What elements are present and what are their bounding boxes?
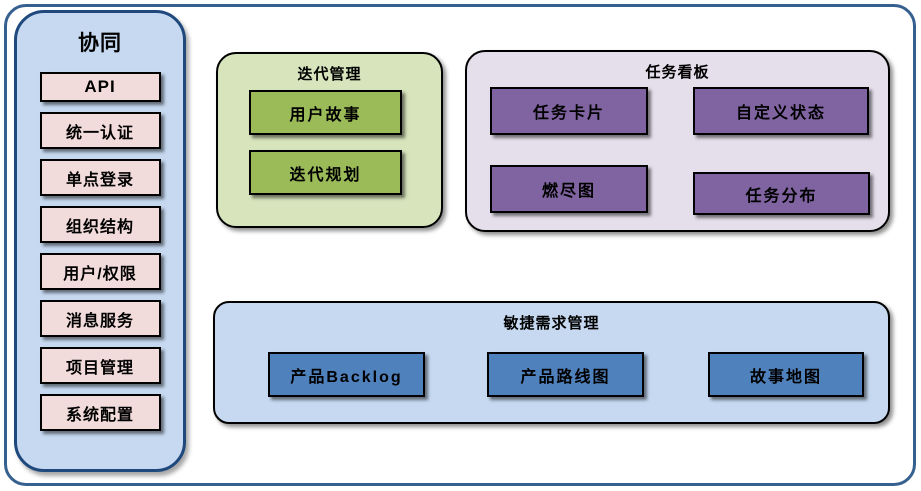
sidebar-item-single-sign-on: 单点登录	[39, 159, 161, 196]
block-product-backlog: 产品Backlog	[268, 352, 425, 397]
block-task-distribution: 任务分布	[693, 172, 870, 215]
sidebar-title: 协同	[78, 32, 122, 55]
panel-iteration-management: 迭代管理 用户故事 迭代规划	[216, 52, 443, 228]
sidebar-item-user-permission: 用户/权限	[39, 253, 161, 290]
block-task-card: 任务卡片	[490, 87, 648, 135]
sidebar-item-api: API	[39, 72, 161, 102]
diagram-outer-frame	[4, 4, 916, 486]
sidebar-item-system-config: 系统配置	[39, 394, 161, 431]
panel-task-kanban: 任务看板 任务卡片 自定义状态 燃尽图 任务分布	[465, 50, 890, 232]
block-burndown-chart: 燃尽图	[490, 165, 648, 213]
block-user-story: 用户故事	[249, 90, 402, 135]
sidebar-collaboration: 协同 API 统一认证 单点登录 组织结构 用户/权限 消息服务 项目管理 系统…	[14, 10, 186, 472]
panel-iteration-title: 迭代管理	[297, 66, 362, 83]
block-product-roadmap: 产品路线图	[487, 352, 644, 397]
panel-requirements-title: 敏捷需求管理	[503, 315, 600, 332]
sidebar-item-list: API 统一认证 单点登录 组织结构 用户/权限 消息服务 项目管理 系统配置	[17, 72, 183, 431]
block-story-map: 故事地图	[708, 352, 864, 397]
block-custom-status: 自定义状态	[693, 87, 869, 135]
sidebar-item-unified-auth: 统一认证	[39, 112, 161, 149]
block-iteration-planning: 迭代规划	[249, 150, 402, 195]
panel-kanban-title: 任务看板	[645, 64, 710, 81]
sidebar-item-org-structure: 组织结构	[39, 206, 161, 243]
sidebar-item-project-management: 项目管理	[39, 347, 161, 384]
sidebar-item-message-service: 消息服务	[39, 300, 161, 337]
panel-agile-requirements: 敏捷需求管理 产品Backlog 产品路线图 故事地图	[213, 301, 890, 424]
